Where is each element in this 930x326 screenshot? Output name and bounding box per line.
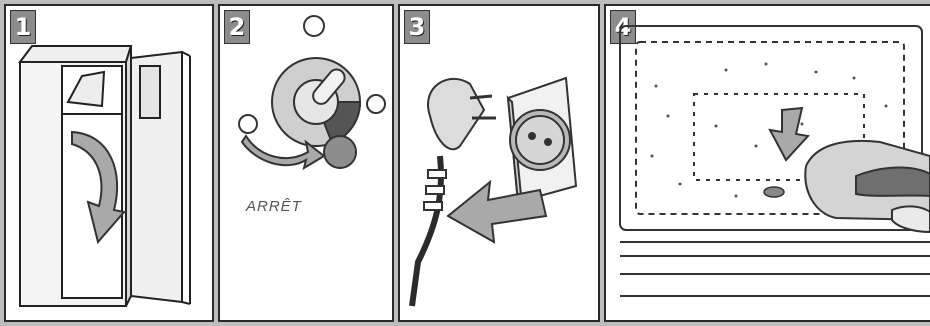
dial-switch-off-icon [220,6,392,320]
open-door-icon [6,6,212,320]
step-4-panel: 4 [604,4,930,322]
step-3-panel: 3 [398,4,600,322]
clean-interior-icon [606,6,930,320]
step-2-panel: 2 ARRÊT [218,4,394,322]
step-2-label: ARRÊT [246,198,302,215]
unplug-icon [400,6,598,320]
step-1-panel: 1 [4,4,214,322]
